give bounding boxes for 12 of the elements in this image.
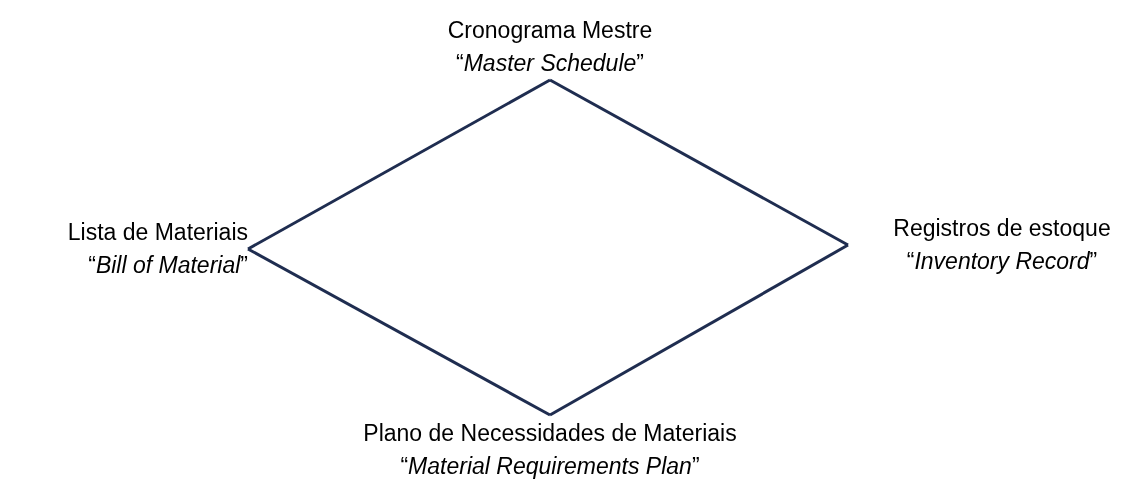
node-label: Cronograma Mestre [447, 16, 653, 45]
diamond-side-line [247, 78, 551, 251]
node-label: Plano de Necessidades de Materiais [363, 419, 737, 448]
diamond-side-line [549, 78, 849, 247]
node-translation: “Master Schedule” [456, 49, 644, 78]
diamond-side-line [247, 247, 551, 417]
node-translation: “Bill of Material” [88, 251, 248, 280]
node-label: Registros de estoque [893, 214, 1111, 243]
node-label: Lista de Materiais [67, 218, 248, 247]
node-translation: “Material Requirements Plan” [400, 452, 700, 481]
node-translation: “Inventory Record” [906, 247, 1098, 276]
diamond-side-line [549, 243, 849, 417]
